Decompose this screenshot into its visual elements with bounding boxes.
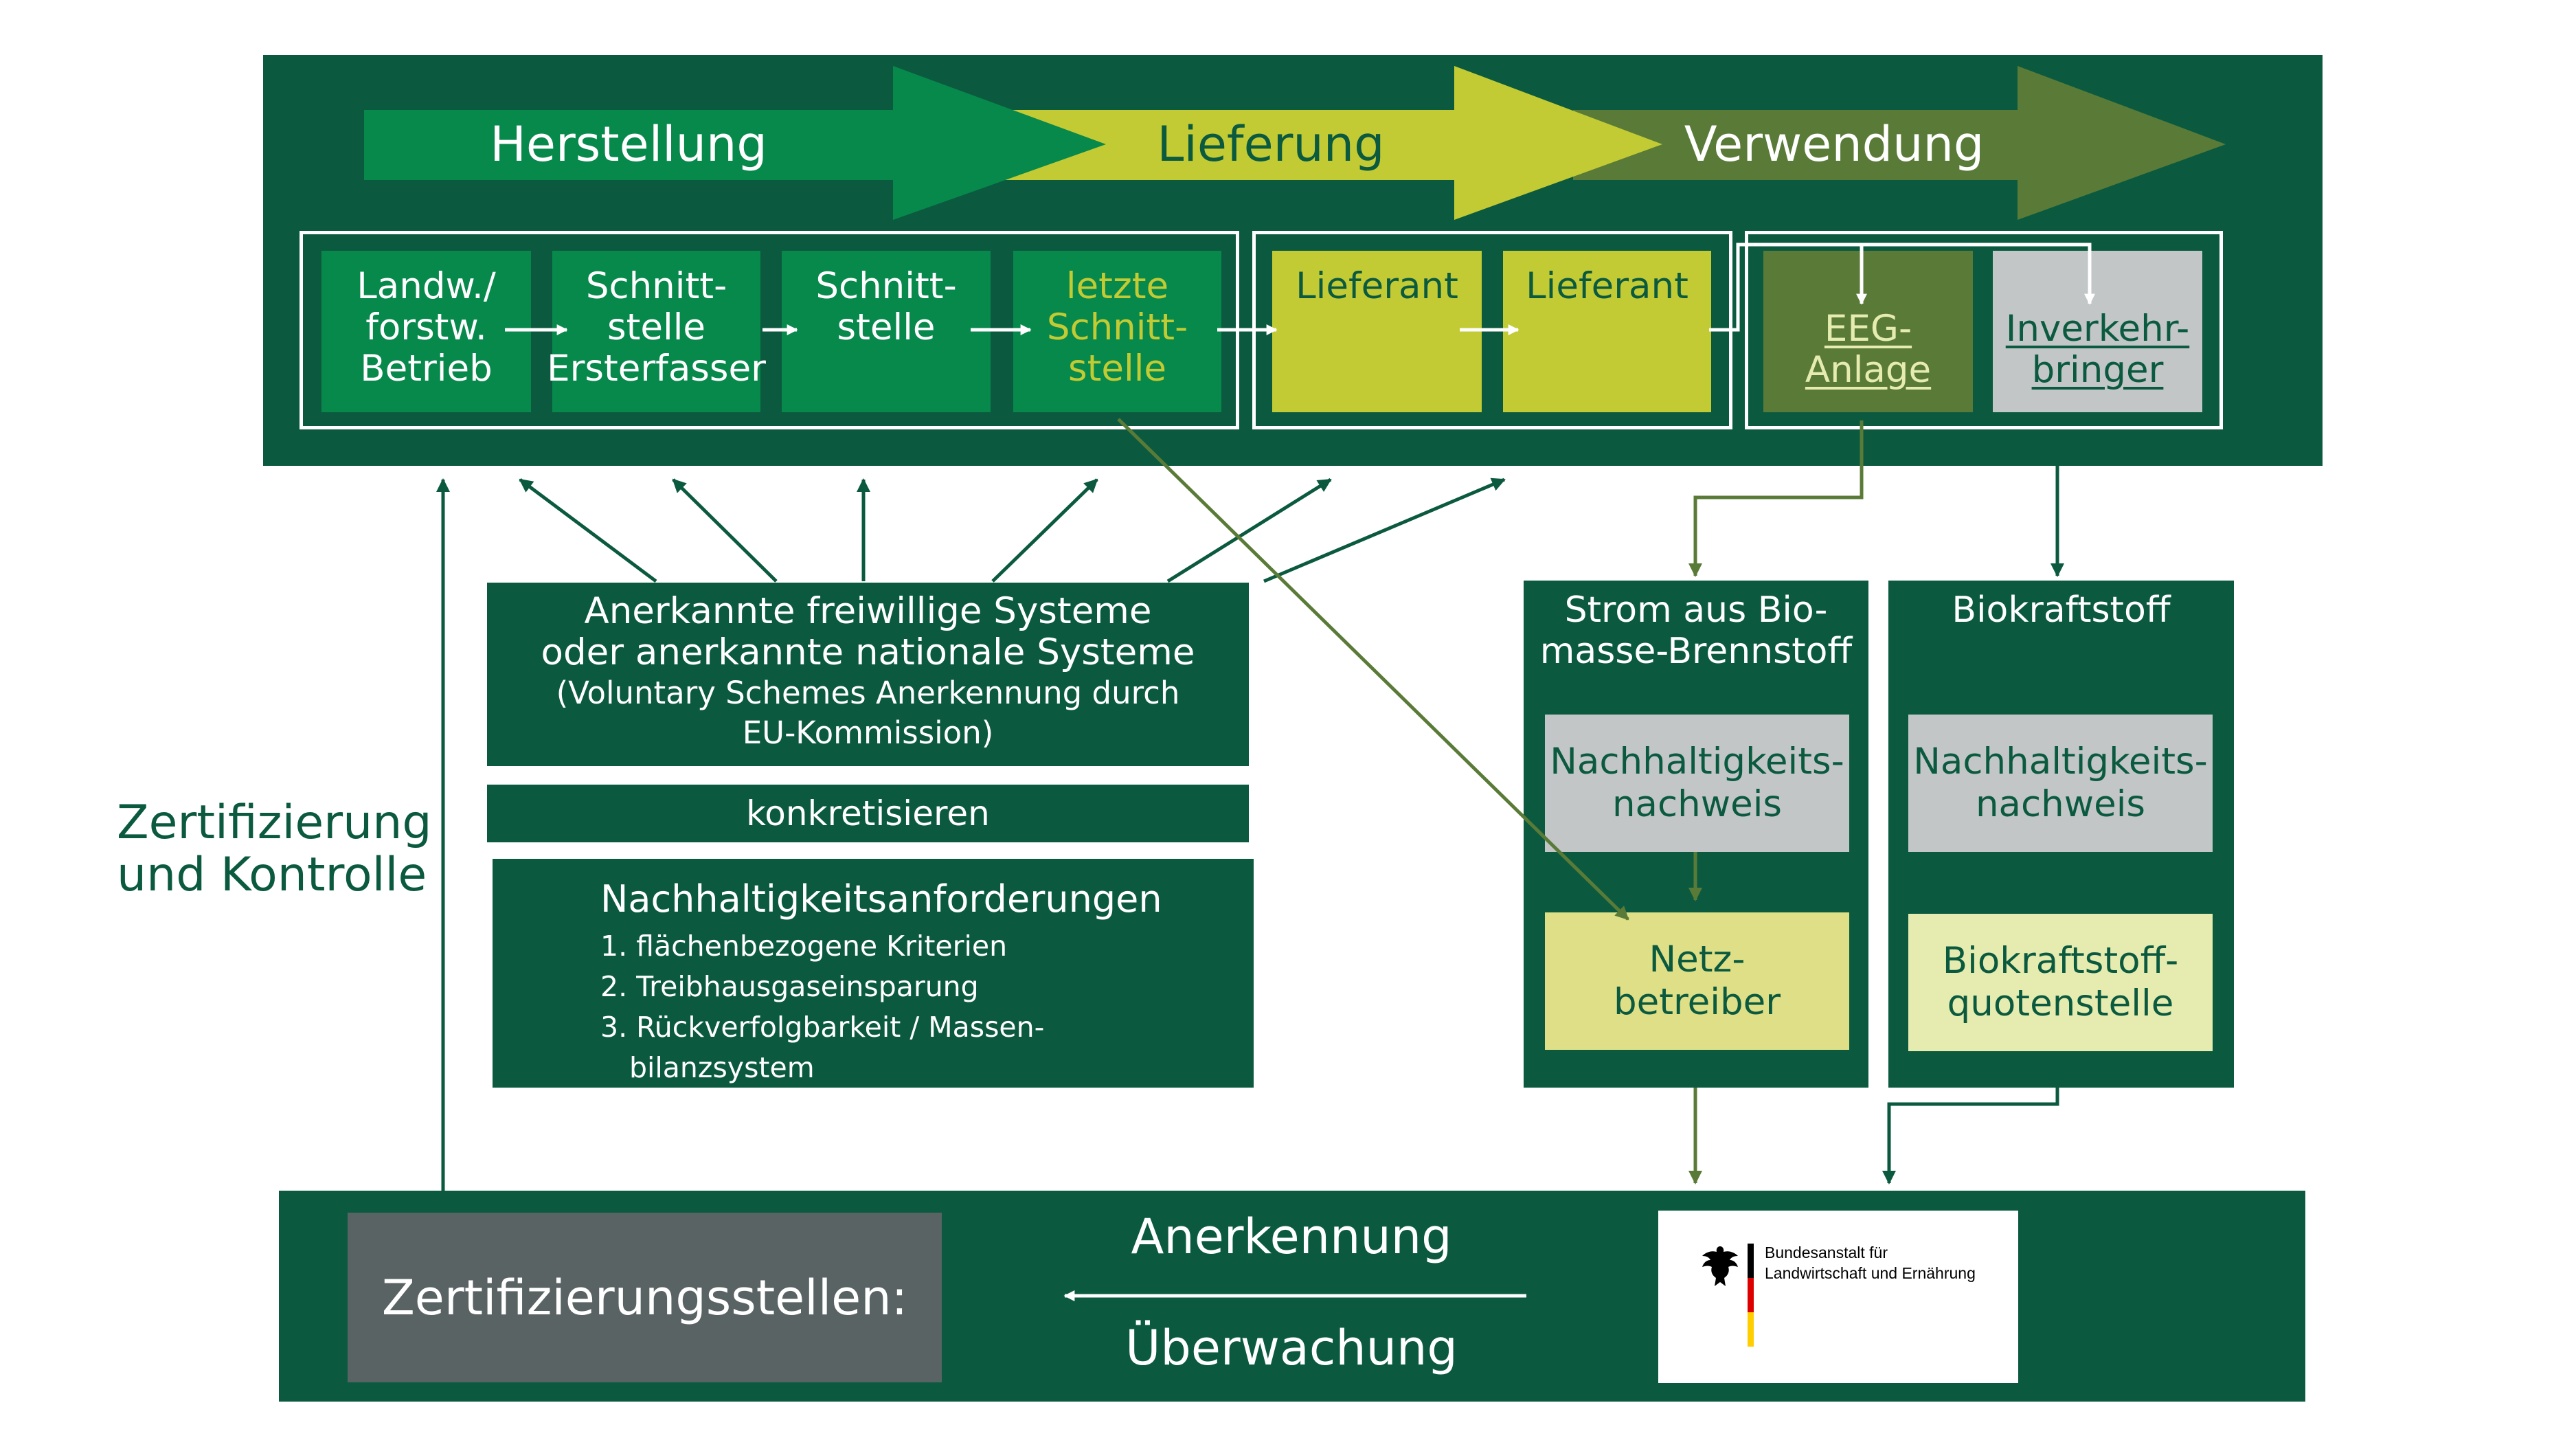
arrow-herstellung <box>364 66 1106 220</box>
phase-label-verwendung: Verwendung <box>1684 116 1985 172</box>
arrow-verwendung <box>1573 66 2226 220</box>
scheme-arrow-5 <box>1166 478 1332 583</box>
requirements-box: Nachhaltigkeitsanforderungen 1. flächenb… <box>493 859 1254 1088</box>
phase-arrows <box>364 66 2226 220</box>
bio-to-bottom <box>1882 1088 2059 1184</box>
arrow-lieferung <box>1003 66 1662 220</box>
netzbetreiber-box: Netz-betreiber <box>1545 912 1849 1050</box>
group-verwendung <box>1745 231 2223 429</box>
schemes-box: Anerkannte freiwillige Systeme oder aner… <box>487 583 1249 766</box>
phase-label-lieferung: Lieferung <box>1157 116 1385 172</box>
phase-label-herstellung: Herstellung <box>490 116 767 172</box>
last-interface-to-netz <box>1117 418 1629 921</box>
node-eeg-anlage[interactable]: EEG-Anlage <box>1763 251 1973 412</box>
monitoring-label: Überwachung <box>1125 1320 1458 1376</box>
node-lieferant-1: Lieferant <box>1272 251 1482 412</box>
scheme-arrow-4 <box>991 478 1098 583</box>
scheme-arrow-1 <box>519 478 657 583</box>
eeg-to-strom <box>1688 420 1864 577</box>
logo-text: Bundesanstalt für Landwirtschaft und Ern… <box>1765 1244 1976 1282</box>
eagle-icon <box>1702 1246 1738 1286</box>
strom-title: Strom aus Bio-masse-Brennstoff <box>1539 589 1853 672</box>
quotenstelle-box: Biokraftstoff-quotenstelle <box>1908 914 2213 1051</box>
requirements-title: Nachhaltigkeitsanforderungen <box>600 877 1162 921</box>
strom-proof-box: Nachhaltigkeits-nachweis <box>1545 715 1849 852</box>
bio-title: Biokraftstoff <box>1952 589 2171 631</box>
node-lieferant-2: Lieferant <box>1503 251 1711 412</box>
concretize-bar: konkretisieren <box>487 785 1249 842</box>
node-inverkehrbringer[interactable]: Inverkehr-bringer <box>1993 251 2202 412</box>
requirements-list: 1. flächenbezogene Kriterien 2. Treibhau… <box>600 930 1045 1084</box>
chain-arrow-inverkehr <box>1738 243 2096 305</box>
node-schnittstelle: Schnitt-stelle <box>782 251 991 412</box>
scheme-arrow-6 <box>1263 478 1506 583</box>
chain-arrow-eeg <box>1709 243 1868 332</box>
node-landw-betrieb: Landw./forstw.Betrieb <box>321 251 531 412</box>
scheme-arrow-2 <box>672 478 778 583</box>
ble-logo: Bundesanstalt für Landwirtschaft und Ern… <box>1658 1211 2018 1383</box>
cert-bodies-box: Zertifizierungsstellen: <box>348 1213 942 1382</box>
flag-bar <box>1748 1244 1754 1347</box>
cert-control-label: Zertifizierung und Kontrolle <box>117 796 432 902</box>
recognition-label: Anerkennung <box>1131 1209 1452 1265</box>
bio-proof-box: Nachhaltigkeits-nachweis <box>1908 715 2213 852</box>
